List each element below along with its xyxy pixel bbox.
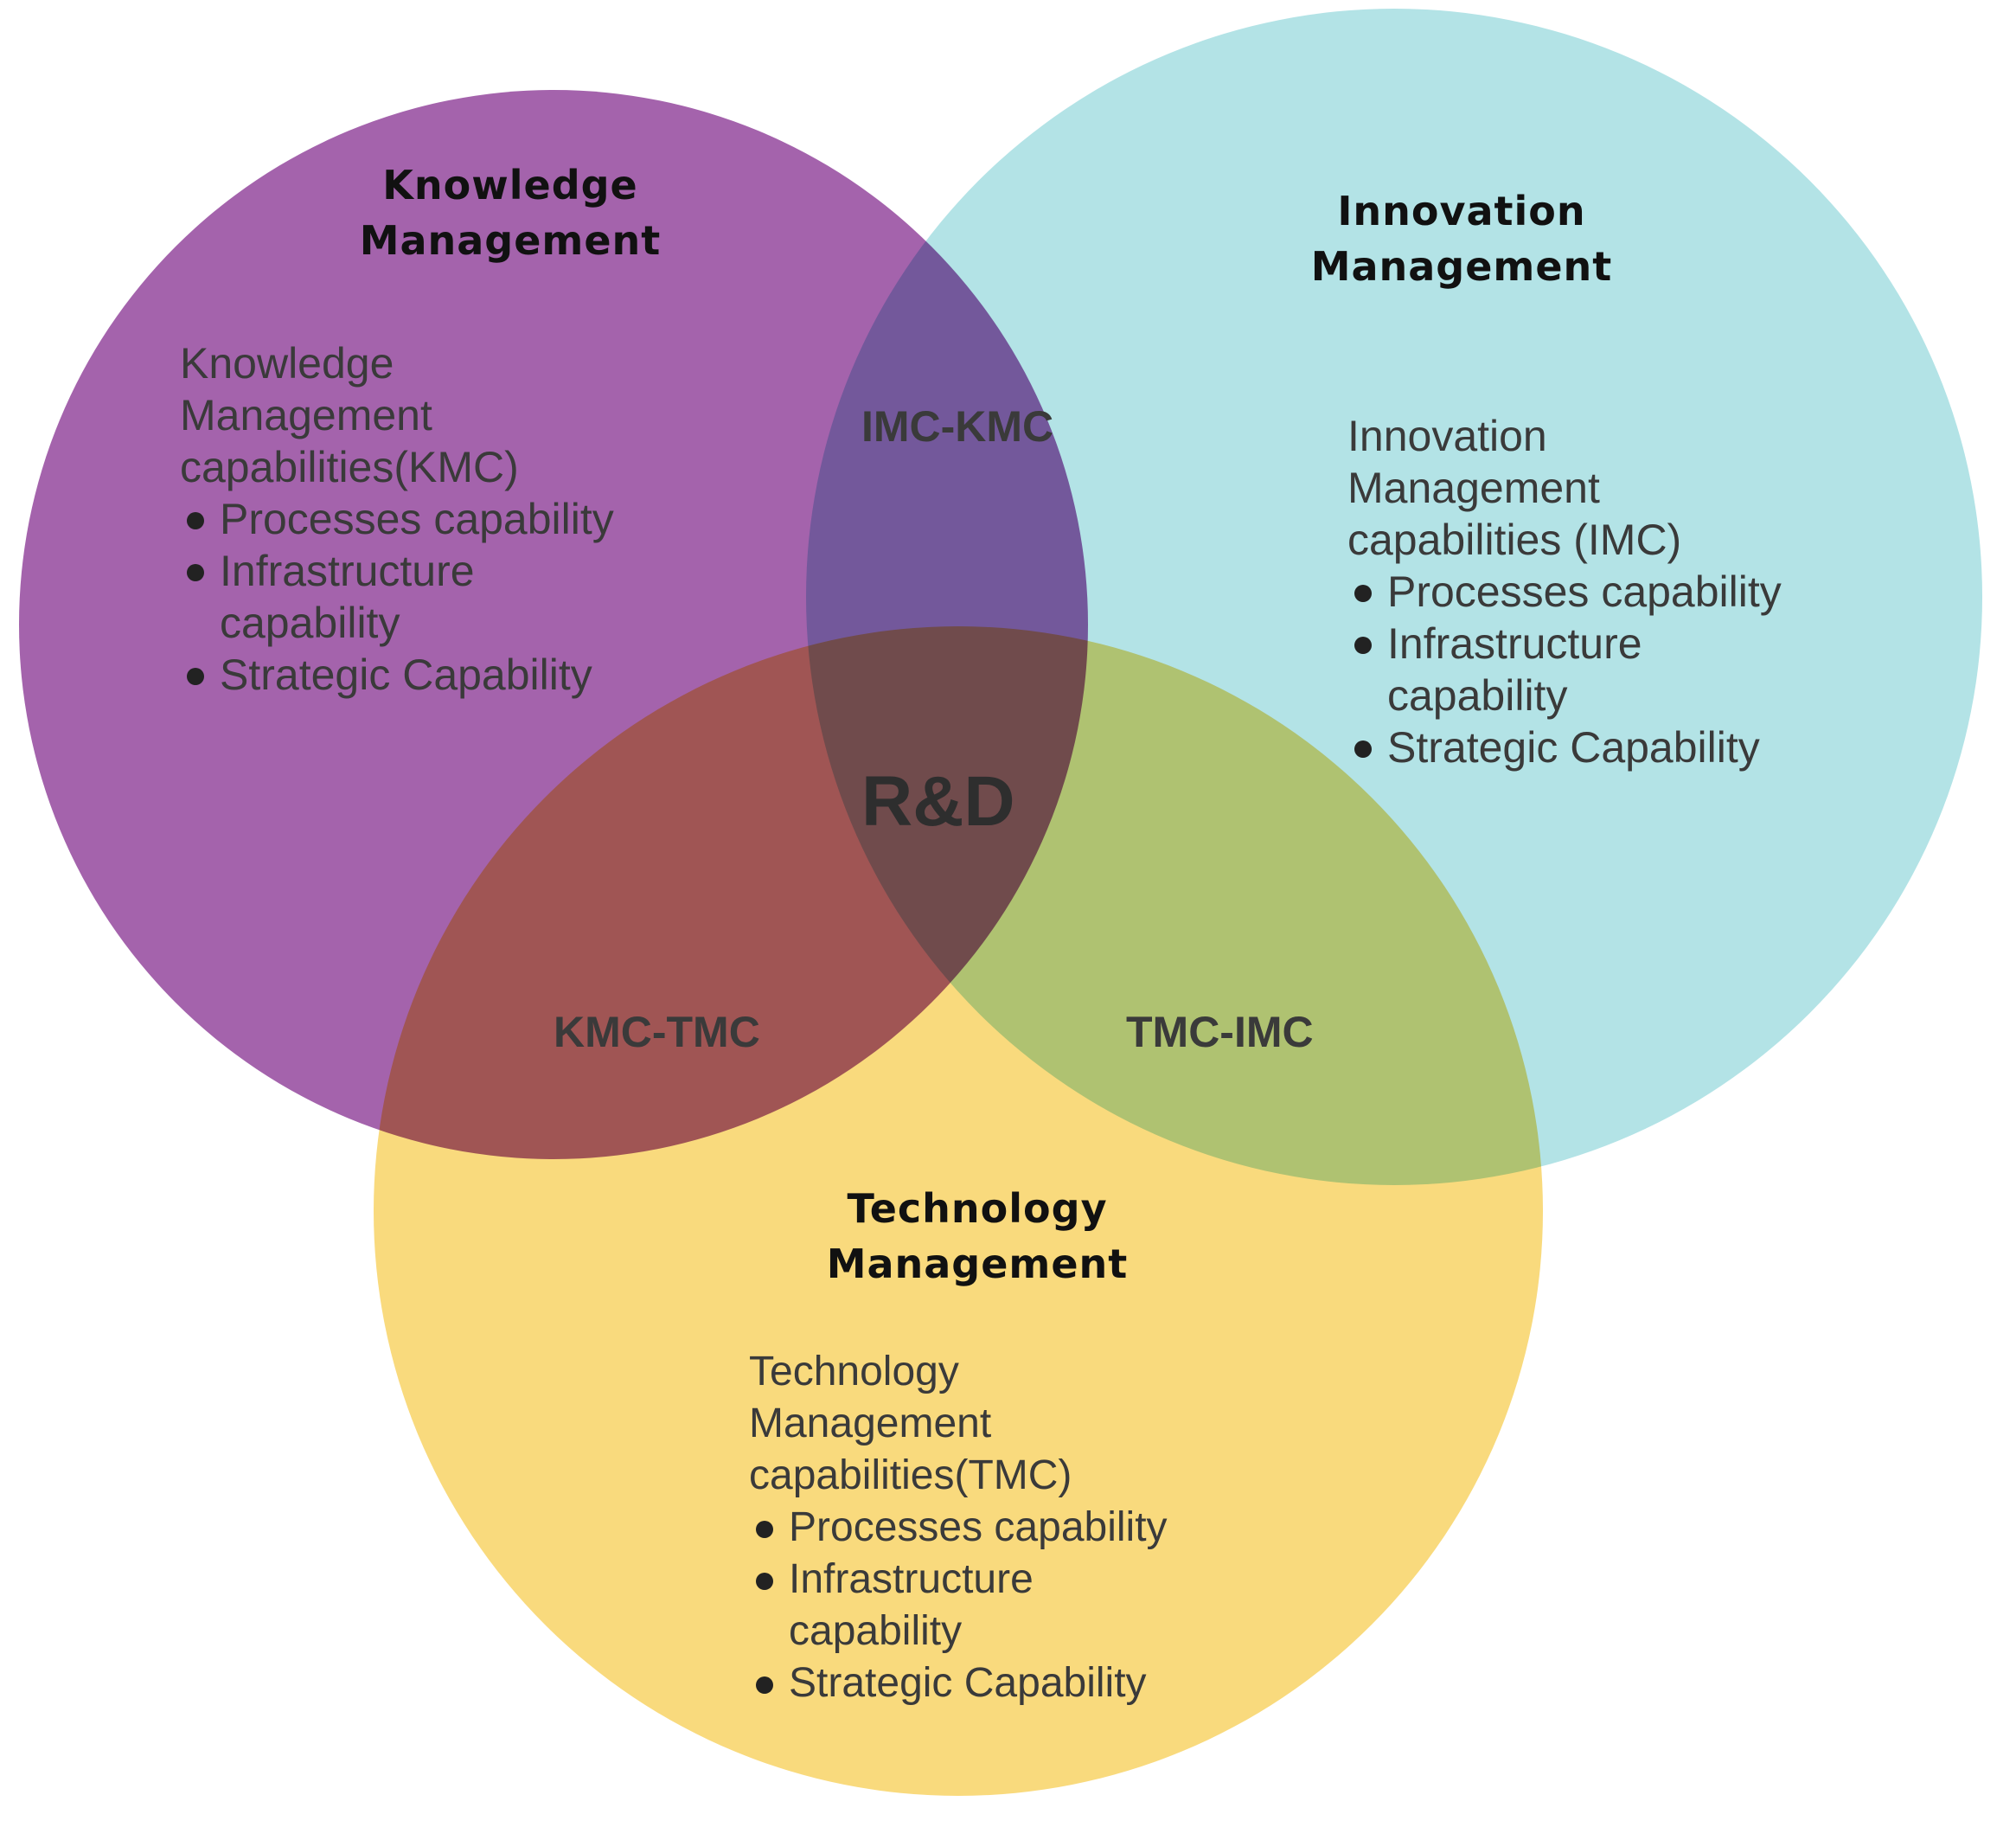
knowledge-capabilities-description: Knowledge Management capabilities(KMC) (180, 337, 614, 493)
list-item-text: Infrastructure (789, 1556, 1034, 1602)
list-item: Strategic Capability (180, 649, 614, 701)
list-item: Strategic Capability (1347, 721, 1782, 773)
bullet-icon (756, 1521, 773, 1538)
list-item: Processes capability (749, 1502, 1168, 1554)
list-item-text: capability (789, 1608, 963, 1654)
technology-heading-line-1: Technology (847, 1185, 1108, 1232)
list-item-text: Infrastructure (1387, 619, 1642, 668)
list-item-text: capability (220, 599, 400, 647)
list-item: Processes capability (1347, 566, 1782, 618)
list-item: Infrastructure capability (749, 1554, 1168, 1657)
knowledge-management-heading: Knowledge Management (329, 157, 692, 268)
bullet-icon (1354, 585, 1372, 602)
imc-kmc-overlap-label: IMC-KMC (861, 402, 1054, 451)
innovation-description-line-3: capabilities (IMC) (1347, 516, 1682, 564)
list-item-text: Processes capability (1387, 567, 1782, 616)
innovation-capabilities-block: Innovation Management capabilities (IMC)… (1347, 410, 1782, 773)
innovation-description-line-2: Management (1347, 464, 1600, 512)
technology-description-line-1: Technology (749, 1349, 959, 1394)
list-item: Processes capability (180, 493, 614, 545)
knowledge-capabilities-block: Knowledge Management capabilities(KMC) P… (180, 337, 614, 701)
innovation-management-heading: Innovation Management (1280, 183, 1643, 294)
innovation-capabilities-description: Innovation Management capabilities (IMC) (1347, 410, 1782, 566)
knowledge-heading-line-2: Management (359, 217, 662, 264)
list-item-text: Strategic Capability (789, 1660, 1147, 1706)
innovation-heading-line-2: Management (1310, 243, 1613, 290)
kmc-tmc-overlap-label: KMC-TMC (554, 1008, 760, 1056)
technology-description-line-2: Management (749, 1401, 992, 1446)
knowledge-heading-line-1: Knowledge (382, 162, 638, 208)
innovation-heading-line-1: Innovation (1337, 188, 1586, 234)
technology-capabilities-list: Processes capability Infrastructure capa… (749, 1502, 1168, 1709)
list-item-text: capability (1387, 671, 1568, 720)
r-and-d-center-label: R&D (861, 762, 1015, 841)
knowledge-description-line-3: capabilities(KMC) (180, 443, 519, 491)
bullet-icon (756, 1573, 773, 1590)
list-item-text: Processes capability (789, 1504, 1168, 1550)
technology-capabilities-description: Technology Management capabilities(TMC) (749, 1346, 1168, 1502)
knowledge-description-line-1: Knowledge (180, 339, 394, 388)
tmc-imc-overlap-label: TMC-IMC (1126, 1008, 1314, 1056)
list-item-text: Strategic Capability (1387, 723, 1760, 772)
bullet-icon (1354, 740, 1372, 758)
knowledge-description-line-2: Management (180, 391, 432, 439)
list-item-text: Processes capability (220, 495, 614, 543)
innovation-capabilities-list: Processes capability Infrastructure capa… (1347, 566, 1782, 773)
bullet-icon (756, 1676, 773, 1694)
bullet-icon (187, 668, 204, 685)
bullet-icon (187, 564, 204, 581)
list-item: Strategic Capability (749, 1657, 1168, 1709)
technology-management-circle (374, 626, 1543, 1796)
bullet-icon (1354, 637, 1372, 654)
list-item: Infrastructure capability (180, 545, 614, 649)
innovation-description-line-1: Innovation (1347, 412, 1547, 460)
technology-management-heading: Technology Management (796, 1181, 1159, 1292)
list-item: Infrastructure capability (1347, 618, 1782, 721)
list-item-text: Strategic Capability (220, 651, 592, 699)
list-item-text: Infrastructure (220, 547, 475, 595)
knowledge-capabilities-list: Processes capability Infrastructure capa… (180, 493, 614, 701)
technology-heading-line-2: Management (826, 1240, 1129, 1287)
technology-capabilities-block: Technology Management capabilities(TMC) … (749, 1346, 1168, 1709)
technology-description-line-3: capabilities(TMC) (749, 1452, 1072, 1498)
bullet-icon (187, 512, 204, 529)
